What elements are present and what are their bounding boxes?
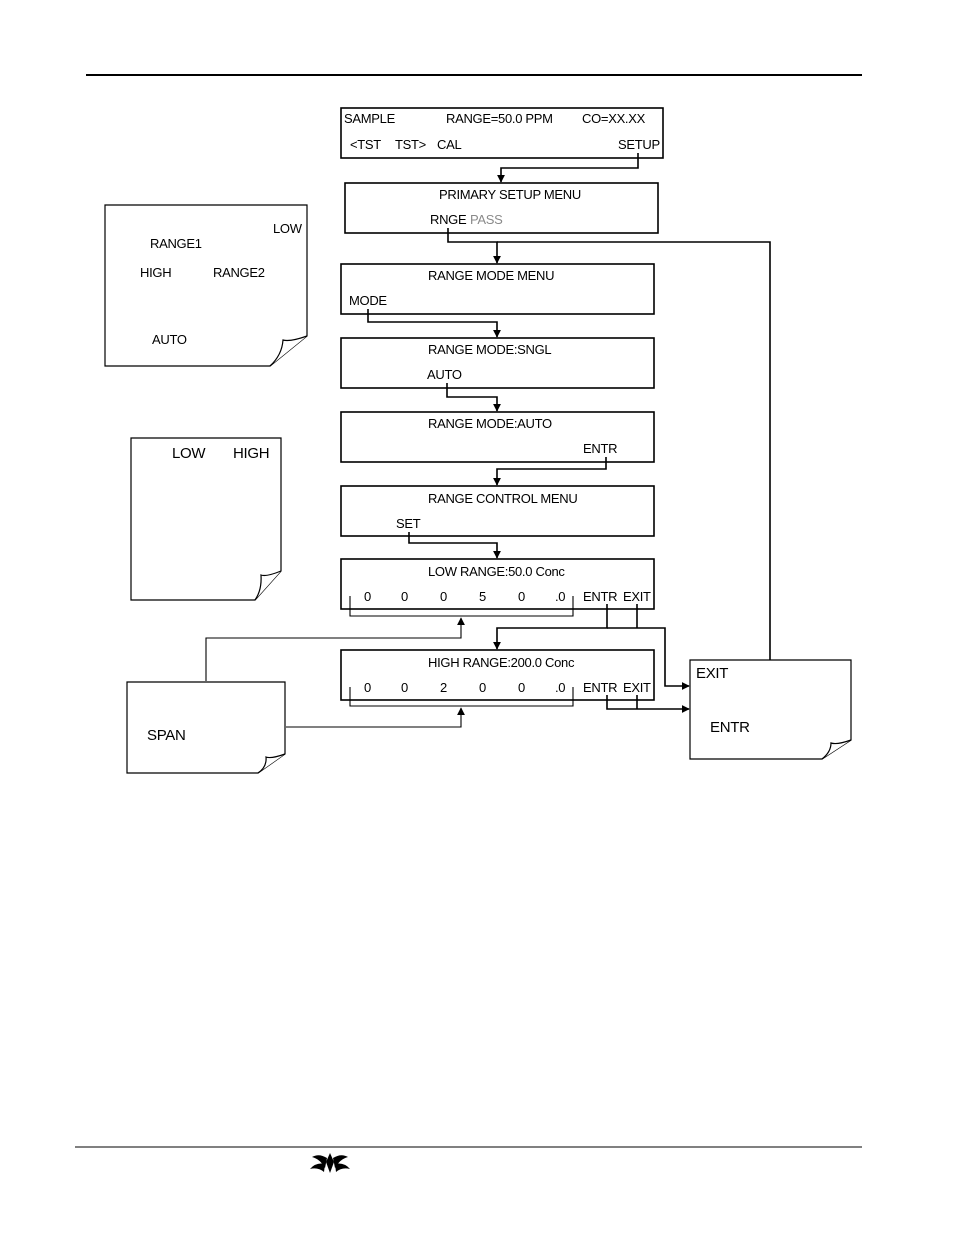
setup-key[interactable]: SETUP: [618, 137, 660, 152]
low-digit-4[interactable]: 5: [479, 589, 486, 604]
high-digit-5[interactable]: 0: [518, 680, 525, 695]
low-digit-2[interactable]: 0: [401, 589, 408, 604]
exit-note-exit: EXIT: [696, 665, 728, 682]
range-mode-menu-screen: RANGE MODE MENU MODE: [340, 263, 655, 315]
range-mode-sngl-title: RANGE MODE:SNGL: [428, 342, 551, 357]
note-span: SPAN: [126, 681, 286, 774]
high-digit-2[interactable]: 0: [401, 680, 408, 695]
note-low-high: LOW HIGH: [130, 437, 282, 601]
mode-key[interactable]: MODE: [349, 293, 388, 308]
sample-screen: SAMPLE RANGE=50.0 PPM CO=XX.XX <TST TST>…: [340, 107, 664, 159]
note2-low: LOW: [172, 445, 206, 462]
tst-next-key[interactable]: TST>: [395, 137, 426, 152]
low-entr-key[interactable]: ENTR: [583, 589, 618, 604]
range-control-screen: RANGE CONTROL MENU SET: [340, 485, 655, 537]
auto-key[interactable]: AUTO: [427, 367, 462, 382]
range-mode-sngl-screen: RANGE MODE:SNGL AUTO: [340, 337, 655, 389]
pass-key[interactable]: PASS: [470, 212, 503, 227]
entr-key[interactable]: ENTR: [583, 441, 618, 456]
high-range-title: HIGH RANGE:200.0 Conc: [428, 655, 575, 670]
note2-high: HIGH: [233, 445, 269, 462]
note1-auto: AUTO: [152, 332, 187, 347]
high-digit-4[interactable]: 0: [479, 680, 486, 695]
flow-connectors: [205, 153, 771, 728]
primary-setup-screen: PRIMARY SETUP MENU RNGE PASS: [344, 182, 659, 234]
high-digit-1[interactable]: 0: [364, 680, 371, 695]
high-entr-key[interactable]: ENTR: [583, 680, 618, 695]
low-exit-key[interactable]: EXIT: [623, 589, 651, 604]
range-control-title: RANGE CONTROL MENU: [428, 491, 577, 506]
range-readout: RANGE=50.0 PPM: [446, 111, 553, 126]
high-digit-6[interactable]: .0: [555, 680, 566, 695]
cal-key[interactable]: CAL: [437, 137, 462, 152]
primary-setup-title: PRIMARY SETUP MENU: [439, 187, 581, 202]
high-range-screen: HIGH RANGE:200.0 Conc 0 0 2 0 0 .0 ENTR …: [340, 649, 655, 701]
sample-label: SAMPLE: [344, 111, 396, 126]
note1-range1: RANGE1: [150, 236, 202, 251]
exit-note-entr: ENTR: [710, 719, 750, 736]
note1-high: HIGH: [140, 265, 171, 280]
set-key[interactable]: SET: [396, 516, 421, 531]
low-digit-6[interactable]: .0: [555, 589, 566, 604]
note1-range2: RANGE2: [213, 265, 265, 280]
range-mode-auto-title: RANGE MODE:AUTO: [428, 416, 552, 431]
low-digit-1[interactable]: 0: [364, 589, 371, 604]
low-range-title: LOW RANGE:50.0 Conc: [428, 564, 565, 579]
range-mode-menu-title: RANGE MODE MENU: [428, 268, 554, 283]
company-logo: [310, 1153, 350, 1173]
note1-low: LOW: [273, 221, 303, 236]
high-exit-key[interactable]: EXIT: [623, 680, 651, 695]
note-range-modes: LOW RANGE1 HIGH RANGE2 AUTO: [104, 204, 308, 367]
co-readout: CO=XX.XX: [582, 111, 646, 126]
low-digit-5[interactable]: 0: [518, 589, 525, 604]
low-range-screen: LOW RANGE:50.0 Conc 0 0 0 5 0 .0 ENTR EX…: [340, 558, 655, 610]
tst-prev-key[interactable]: <TST: [350, 137, 382, 152]
low-digit-3[interactable]: 0: [440, 589, 447, 604]
note-exit-entr: EXIT ENTR: [689, 659, 852, 760]
range-mode-auto-screen: RANGE MODE:AUTO ENTR: [340, 411, 655, 463]
rnge-key[interactable]: RNGE: [430, 212, 467, 227]
span-label: SPAN: [147, 727, 186, 744]
high-digit-3[interactable]: 2: [440, 680, 447, 695]
